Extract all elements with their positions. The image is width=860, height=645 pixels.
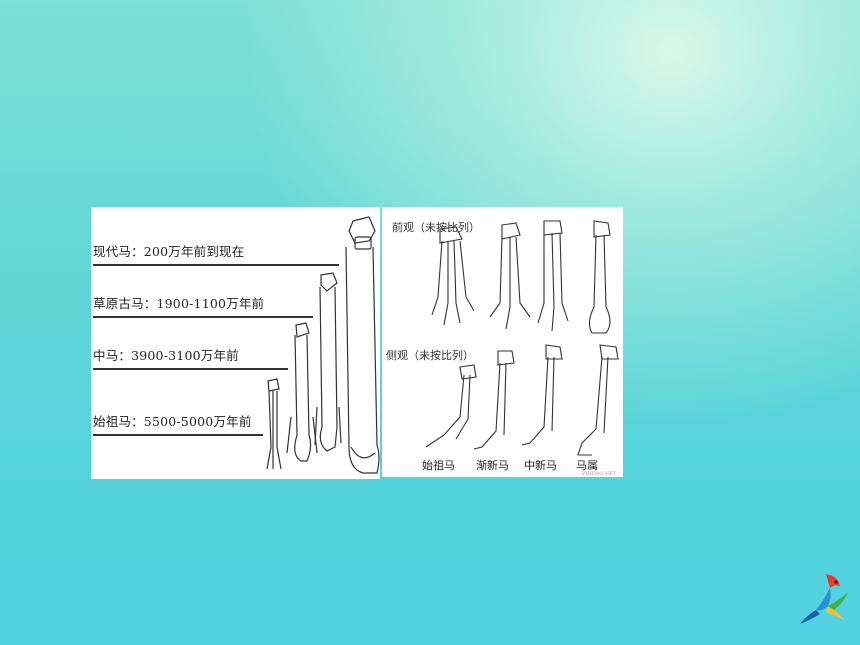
caption-equus: 马属	[576, 459, 598, 472]
front-view-label: 前观（未按比列）	[392, 221, 480, 234]
horse-evolution-timeline-figure: 现代马：200万年前到现在 草原古马：1900-1100万年前 中马：3900-…	[91, 207, 380, 479]
era-label-modern-horse: 现代马：200万年前到现在	[93, 244, 245, 259]
caption-merychippus: 中新马	[524, 459, 557, 472]
parrot-icon	[796, 570, 852, 626]
era-label-middle-horse: 中马：3900-3100万年前	[93, 348, 239, 363]
limb-bones-illustration	[425, 220, 619, 456]
watermark-text: ZHIDAO.NET	[582, 471, 617, 477]
era-label-steppe-horse: 草原古马：1900-1100万年前	[93, 296, 265, 311]
side-view-label: 侧观（未按比列）	[386, 349, 474, 362]
caption-mesohippus: 渐新马	[476, 459, 509, 472]
foot-bones-illustration	[93, 216, 380, 474]
caption-eohippus: 始祖马	[422, 459, 455, 472]
era-label-dawn-horse: 始祖马：5500-5000万年前	[93, 414, 252, 429]
horse-limb-comparison-figure: 前观（未按比列） 侧观（未按比列） 始祖马 渐新马 中新马 马属 ZHIDAO.…	[382, 207, 623, 477]
